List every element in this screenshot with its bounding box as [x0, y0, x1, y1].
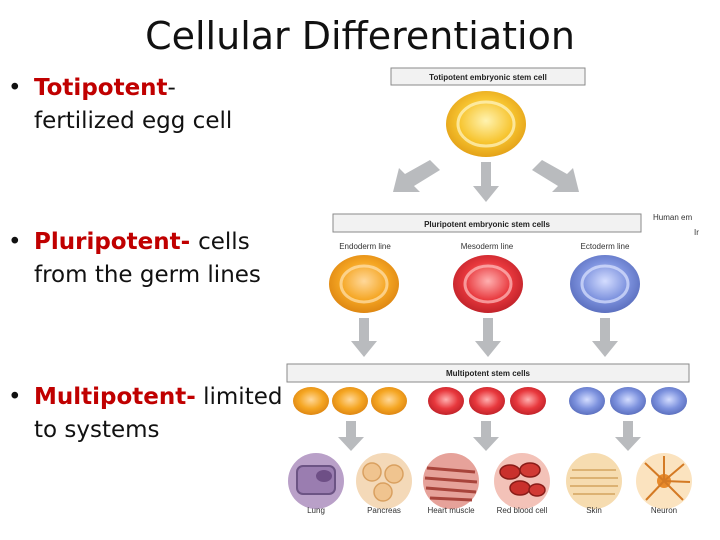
side-note: Human em	[653, 213, 692, 222]
cell-type-label: Red blood cell	[497, 506, 548, 515]
cell-type-label: Skin	[586, 506, 602, 515]
arrow-down-icon	[473, 421, 499, 451]
mesoderm-cell-nucleus	[463, 264, 513, 304]
arrow-down-icon	[475, 318, 501, 357]
germ-line-label-endoderm: Endoderm line	[339, 242, 391, 251]
arrow-left-icon	[393, 160, 440, 192]
term-totipotent: Totipotent	[34, 75, 168, 101]
multipotent-cell-mesoderm	[510, 387, 546, 415]
term-multipotent: Multipotent-	[34, 384, 196, 410]
desc-totipotent: - fertilized egg cell	[34, 75, 233, 134]
mesoderm-cell	[453, 255, 523, 313]
arrow-down-icon	[351, 318, 377, 357]
totipotent-cell-nucleus	[456, 100, 516, 148]
cell-type-label: Heart muscle	[427, 506, 475, 515]
cell-type-label: Lung	[307, 506, 325, 515]
desc-pluripotent: cells from the germ lines	[34, 229, 261, 288]
term-pluripotent: Pluripotent-	[34, 229, 199, 255]
ectoderm-cell-nucleus	[580, 264, 630, 304]
germ-line-label-mesoderm: Mesoderm line	[461, 242, 514, 251]
multipotent-cell-endoderm	[332, 387, 368, 415]
side-note-2: Ir	[694, 228, 699, 237]
bullet-multipotent: • Multipotent- limited to systems	[8, 381, 283, 447]
arrow-down-icon	[615, 421, 641, 451]
bullet-dot: •	[8, 384, 22, 410]
pluripotent-label: Pluripotent embryonic stem cells	[424, 220, 550, 229]
bullet-dot: •	[8, 229, 22, 255]
totipotent-label-box	[390, 67, 586, 86]
endoderm-cell	[329, 255, 399, 313]
multipotent-label: Multipotent stem cells	[446, 369, 531, 378]
desc-multipotent: limited to systems	[34, 384, 283, 443]
arrow-right-icon	[532, 160, 579, 192]
germ-line-label-ectoderm: Ectoderm line	[581, 242, 630, 251]
heart-muscle-cell-image	[423, 453, 479, 509]
multipotent-cell-endoderm	[293, 387, 329, 415]
multipotent-cell-ectoderm	[610, 387, 646, 415]
multipotent-label-box	[286, 363, 690, 383]
pluripotent-label-box	[332, 213, 642, 233]
slide-title: Cellular Differentiation	[145, 14, 575, 58]
bullet-totipotent: • Totipotent- fertilized egg cell	[8, 72, 283, 138]
multipotent-cell-ectoderm	[569, 387, 605, 415]
cell-type-label: Neuron	[651, 506, 677, 515]
multipotent-cell-endoderm	[371, 387, 407, 415]
bullet-pluripotent: • Pluripotent- cells from the germ lines	[8, 226, 283, 292]
multipotent-cell-mesoderm	[469, 387, 505, 415]
arrow-down-icon	[338, 421, 364, 451]
totipotent-label: Totipotent embryonic stem cell	[429, 73, 547, 82]
arrow-down-icon	[592, 318, 618, 357]
cell-type-label: Pancreas	[367, 506, 401, 515]
endoderm-cell-nucleus	[339, 264, 389, 304]
multipotent-cell-mesoderm	[428, 387, 464, 415]
red-blood-cell-image	[494, 453, 550, 509]
skin-cell-image	[566, 453, 622, 509]
lung-cell-image	[288, 453, 344, 509]
ectoderm-cell	[570, 255, 640, 313]
neuron-cell-image	[636, 453, 692, 509]
bullet-dot: •	[8, 75, 22, 101]
pancreas-cell-image	[356, 453, 412, 509]
arrow-down-icon	[473, 162, 499, 202]
multipotent-cell-ectoderm	[651, 387, 687, 415]
